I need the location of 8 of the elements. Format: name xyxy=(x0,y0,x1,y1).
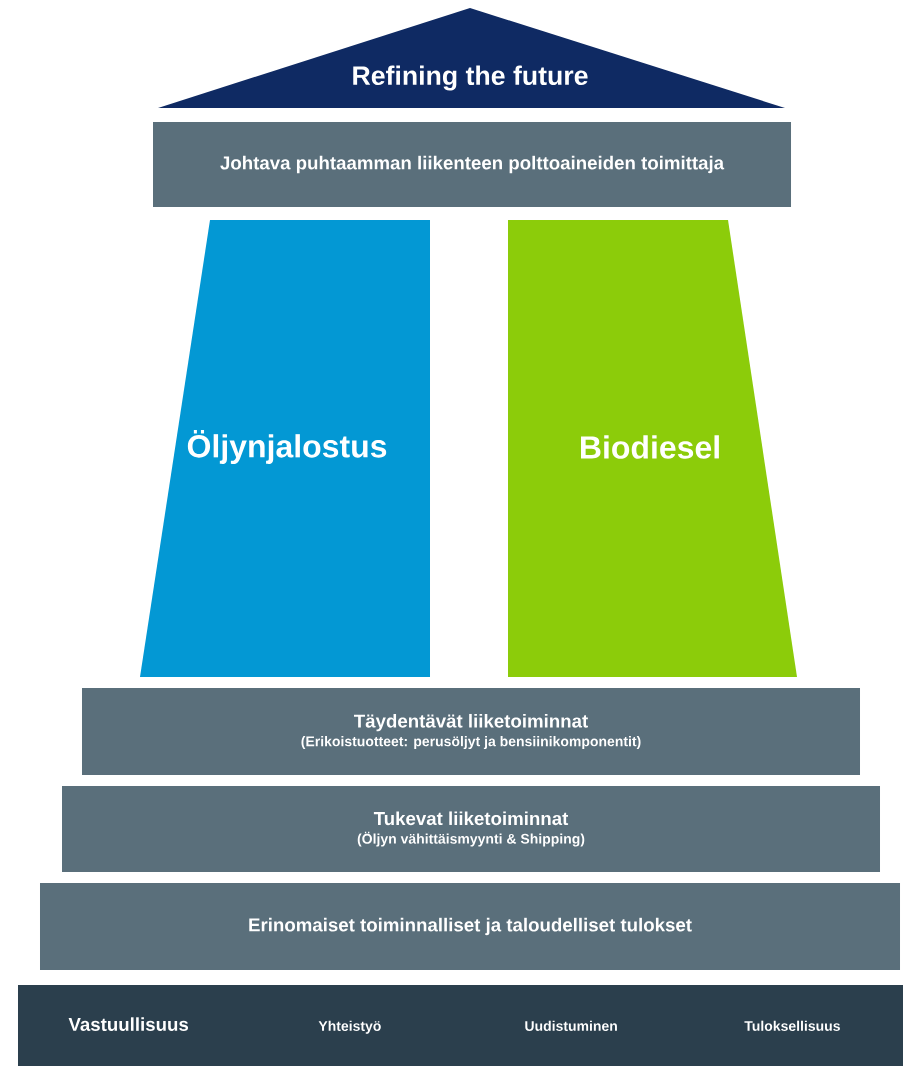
values-band: Vastuullisuus Yhteistyö Uudistuminen Tuloksellisuus xyxy=(18,985,903,1066)
pillar-trapezoid: Öljynjalostus xyxy=(140,220,430,677)
roof-triangle: Refining the future xyxy=(158,8,785,108)
tier-box: Tukevat liiketoiminnat (Öljyn vähittäismyynti & Shipping) xyxy=(62,786,880,872)
pillar-trapezoid: Biodiesel xyxy=(508,220,797,677)
tier-box: Erinomaiset toiminnalliset ja taloudelliset tulokset xyxy=(40,883,900,970)
tier-box: Täydentävät liiketoiminnat (Erikoistuotteet: perusöljyt ja bensiinikomponentit) xyxy=(82,688,860,775)
banner-box: Johtava puhtaamman liikenteen polttoaineiden toimittaja xyxy=(153,122,791,207)
